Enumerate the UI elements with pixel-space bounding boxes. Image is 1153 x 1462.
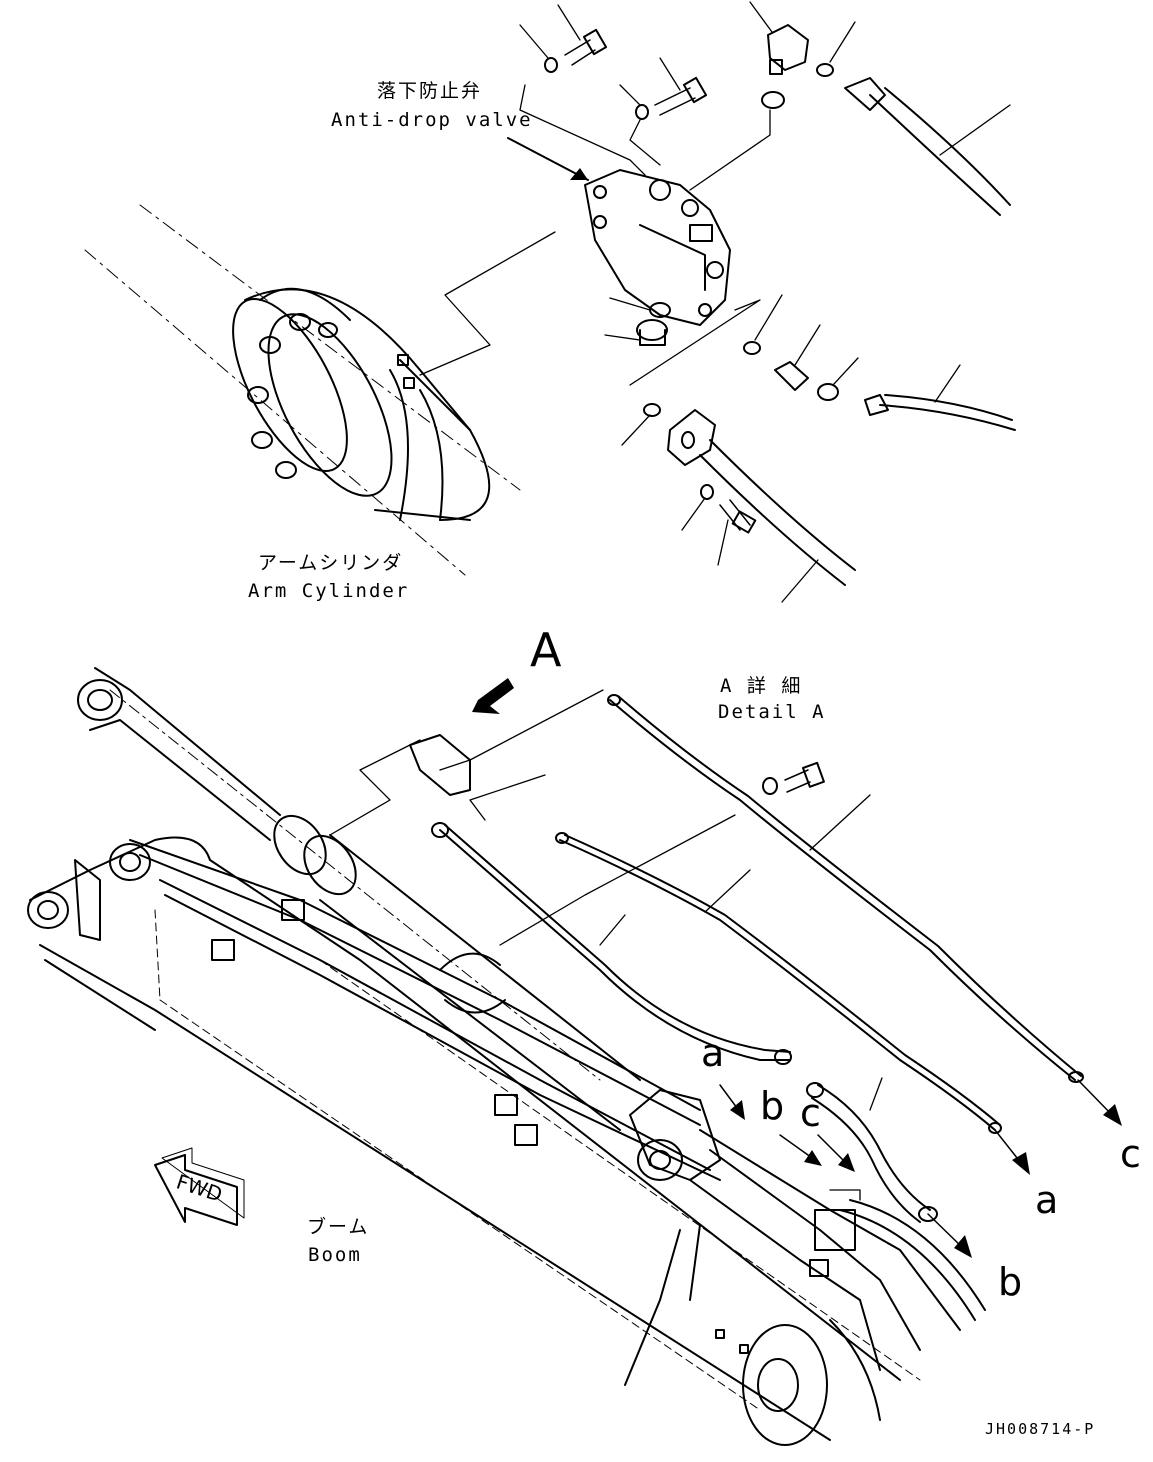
tag-a-end: a — [1035, 1178, 1059, 1222]
boom-label-jp: ブーム — [307, 1216, 370, 1238]
arm-cylinder-label-jp: アームシリンダ — [258, 552, 404, 574]
boom-assembly — [27, 667, 986, 1446]
tag-c-top: c — [800, 1091, 821, 1135]
arm-cylinder-label-en: Arm Cylinder — [248, 580, 410, 602]
detail-a-label-en: Detail A — [718, 701, 826, 723]
fwd-arrow — [154, 1147, 245, 1226]
detail-a-pipes — [329, 689, 1122, 1258]
anti-drop-valve-detail — [419, 1, 1016, 603]
tag-c-end: c — [1120, 1132, 1141, 1176]
view-arrow-a — [472, 678, 514, 714]
drawing-number: JH008714-P — [985, 1420, 1096, 1438]
tag-b-top: b — [760, 1084, 785, 1128]
anti-drop-valve-label-en: Anti-drop valve — [331, 109, 533, 131]
tag-a-top: a — [701, 1031, 725, 1075]
detail-a-label-jp: A 詳 細 — [720, 675, 803, 697]
arm-cylinder-detail — [84, 204, 521, 576]
anti-drop-valve-label-jp: 落下防止弁 — [377, 80, 483, 102]
view-marker-a: A — [530, 623, 562, 677]
boom-label-en: Boom — [308, 1244, 362, 1266]
tag-b-end: b — [998, 1260, 1023, 1304]
